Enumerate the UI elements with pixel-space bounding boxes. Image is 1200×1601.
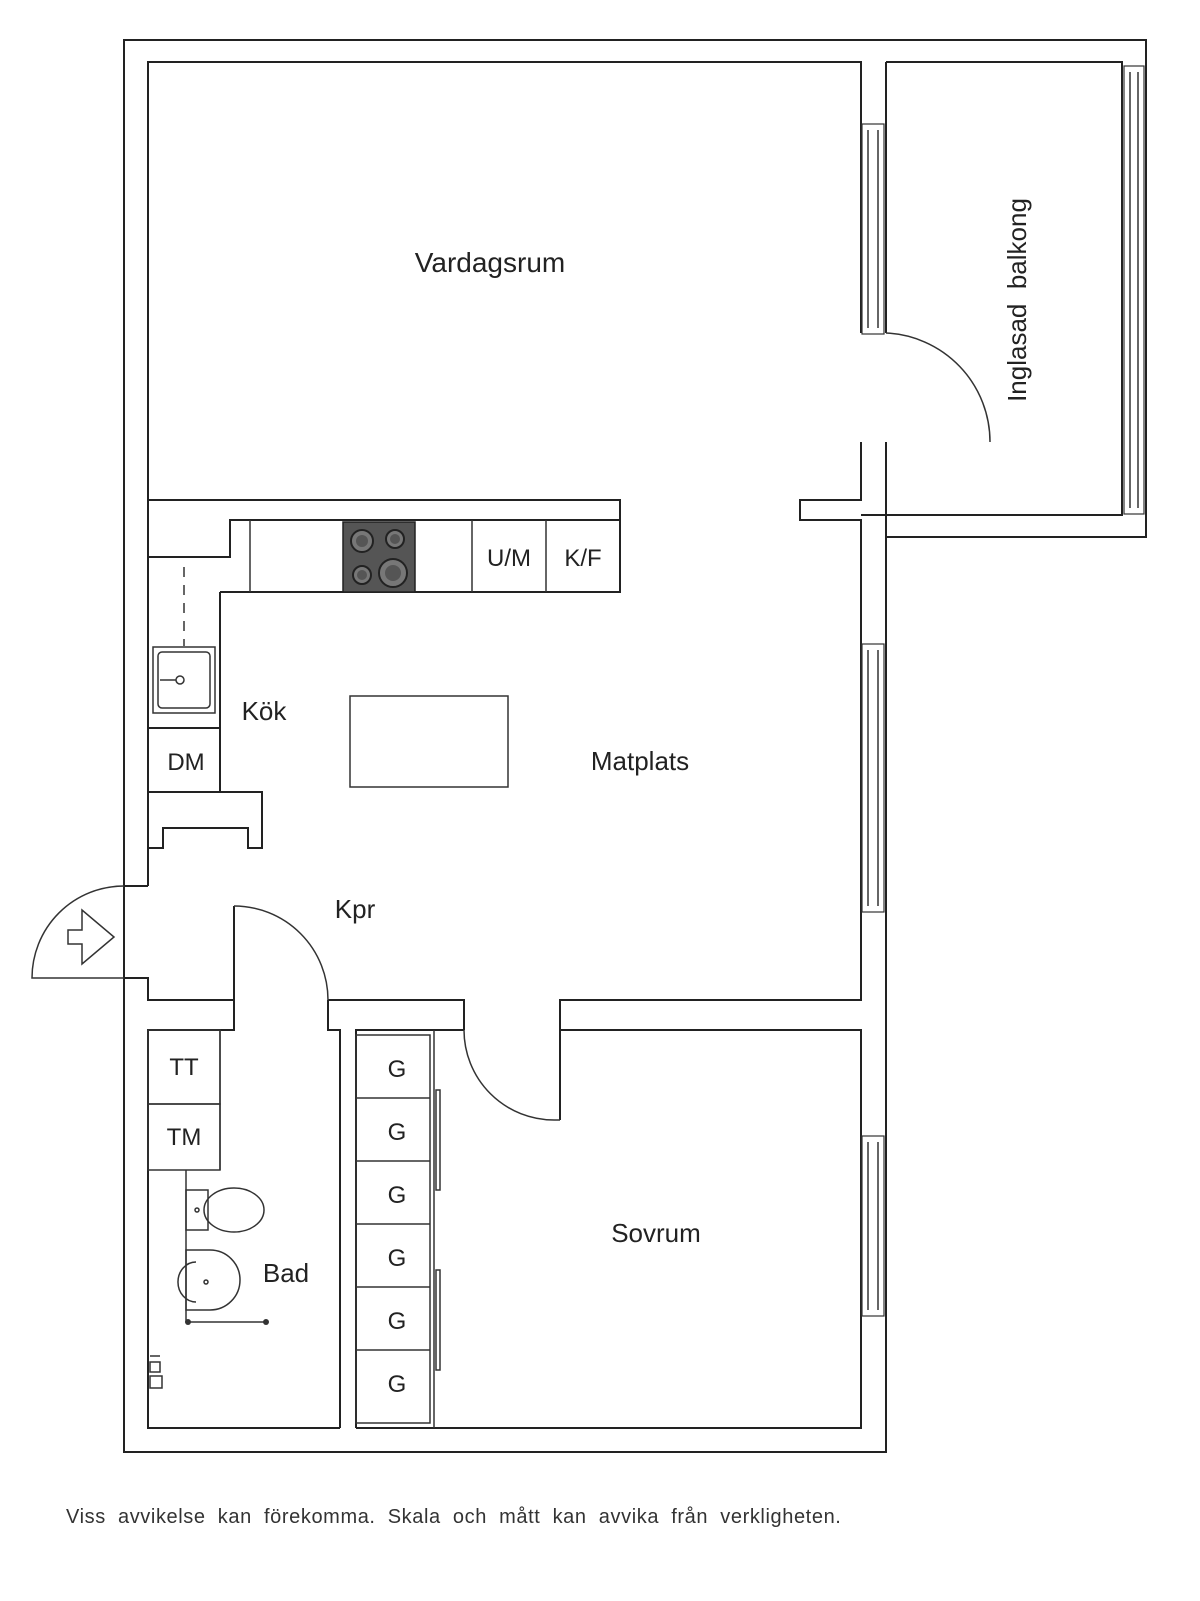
room-label-balcony: Inglasad balkong xyxy=(1002,198,1032,402)
appliance-label-dishwasher: DM xyxy=(167,749,204,776)
shower-tap-icon xyxy=(149,1355,163,1389)
wardrobe-label: G xyxy=(388,1056,407,1083)
bathroom-door xyxy=(233,905,329,1001)
wardrobes xyxy=(355,1030,441,1428)
appliance-label-washer: TM xyxy=(167,1124,202,1151)
kitchen-counter xyxy=(183,520,547,646)
room-label-dining: Matplats xyxy=(591,746,689,776)
toilet-icon xyxy=(185,1187,265,1233)
room-label-kitchen: Kök xyxy=(242,696,288,726)
floor-plan: Vardagsrum Inglasad balkong Kök Matplats… xyxy=(31,39,1147,1453)
room-label-hall: Kpr xyxy=(335,894,376,924)
laundry-units xyxy=(147,1029,221,1171)
wardrobe-label: G xyxy=(388,1182,407,1209)
washbasin-icon xyxy=(177,1170,269,1325)
entrance-arrow-icon xyxy=(67,908,116,966)
dining-table xyxy=(349,695,509,788)
room-label-bedroom: Sovrum xyxy=(611,1218,701,1248)
room-label-bath: Bad xyxy=(263,1258,309,1288)
appliance-label-fridge-freezer: K/F xyxy=(564,545,601,572)
disclaimer-text: Viss avvikelse kan förekomma. Skala och … xyxy=(66,1506,842,1528)
stove-icon xyxy=(342,521,416,593)
appliance-label-dryer: TT xyxy=(169,1054,199,1081)
wardrobe-label: G xyxy=(388,1308,407,1335)
wardrobe-label: G xyxy=(388,1119,407,1146)
doors xyxy=(31,332,991,1121)
wardrobe-label: G xyxy=(388,1245,407,1272)
entrance-door xyxy=(31,885,125,979)
sink-icon xyxy=(152,646,216,714)
wardrobe-label: G xyxy=(388,1371,407,1398)
bedroom-door xyxy=(463,1029,560,1121)
appliance-label-oven-microwave: U/M xyxy=(487,545,531,572)
room-label-vardagsrum: Vardagsrum xyxy=(415,247,565,278)
balcony-door xyxy=(885,332,991,443)
interior-walls xyxy=(124,61,1123,1429)
windows xyxy=(861,65,1145,1317)
